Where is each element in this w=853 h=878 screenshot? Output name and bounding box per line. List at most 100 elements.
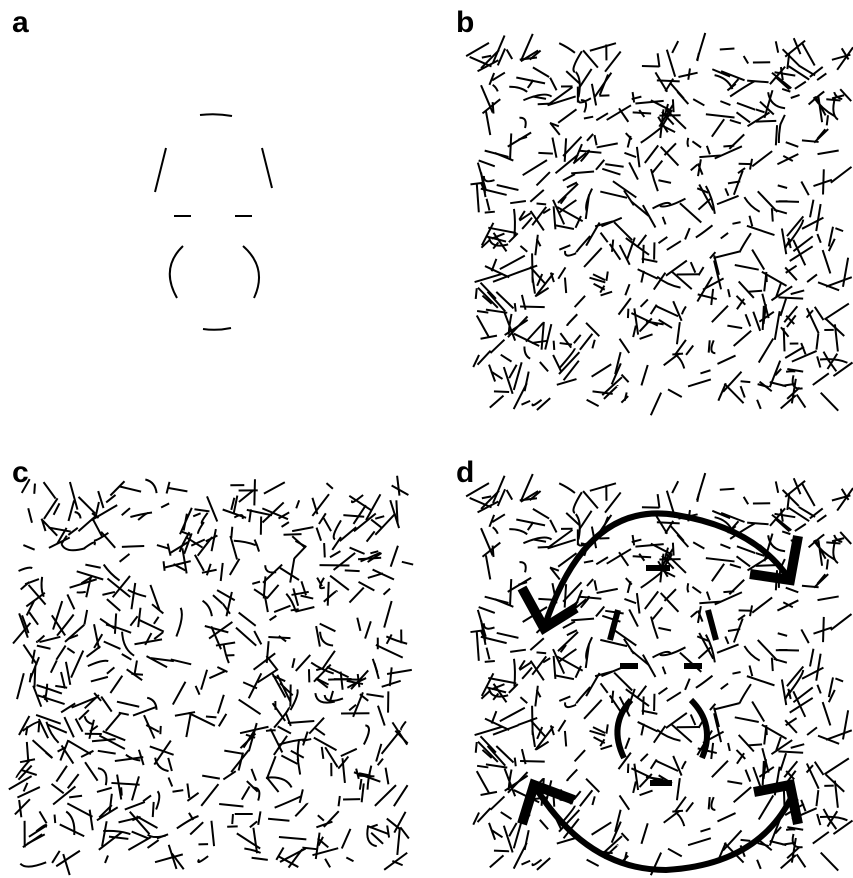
clutter-segment [776,125,777,145]
clutter-segment [651,169,658,191]
clutter-segment [614,673,632,691]
clutter-segment [584,700,602,719]
clutter-segment [727,781,742,784]
clutter-segment [725,637,728,644]
clutter-segment [490,340,504,353]
clutter-segment [102,592,114,595]
contour-figure-a [0,0,426,420]
clutter-segment [651,393,661,416]
clutter-segment [810,508,823,518]
clutter-segment [90,810,93,831]
clutter-segment [104,642,121,649]
clutter-segment [709,797,710,809]
clutter-segment [397,476,399,496]
clutter-segment [67,594,74,609]
clutter-segment [810,67,823,77]
clutter-segment [688,583,689,592]
clutter-segment [493,725,518,734]
clutter-segment [813,373,829,385]
clutter-segment [712,119,724,136]
clutter-segment [717,813,735,821]
clutter-segment [807,727,817,735]
clutter-segment [584,117,593,119]
clutter-segment [729,580,744,594]
clutter-segment [645,145,658,163]
clutter-segment [641,754,648,761]
clutter-segment [576,236,590,253]
clutter-segment [587,860,599,866]
clutter-segment [730,564,741,567]
clutter-segment [266,777,278,792]
clutter-segment [533,67,549,77]
clutter-segment [545,324,551,349]
clutter-segment [132,776,139,800]
clutter-segment [15,799,30,814]
clutter-segment [635,544,663,547]
clutter-segment [628,581,631,593]
clutter-segment [815,762,824,775]
clutter-segment [835,228,843,231]
clutter-segment [132,832,148,839]
clutter-segment [515,303,516,312]
clutter-segment [488,678,516,683]
clutter-segment [267,756,276,779]
clutter-segment [557,379,577,385]
clutter-segment [526,323,543,342]
clutter-segment [565,278,566,294]
clutter-segment [230,559,240,575]
clutter-segment [540,820,548,829]
clutter-segment [693,99,704,105]
clutter-segment [168,778,172,787]
clutter-segment [624,153,636,157]
clutter-segment [121,787,122,795]
clutter-segment [693,542,704,548]
clutter-segment [692,587,701,593]
clutter-segment [282,522,289,527]
clutter-segment [825,304,849,320]
clutter-segment [221,563,223,581]
clutter-segment [667,241,681,250]
clutter-segment [728,289,730,297]
clutter-segment [277,675,290,702]
clutter-segment [500,256,525,270]
clutter-segment [641,823,647,843]
clutter-segment [46,722,58,743]
clutter-segment [749,216,752,227]
clutter-segment [485,151,509,157]
clutter-segment [402,562,413,565]
clutter-segment [19,568,33,571]
clutter-segment [161,503,169,507]
clutter-segment [744,646,759,661]
clutter-segment [96,502,99,517]
clutter-segment [816,334,818,350]
clutter-segment [550,520,556,533]
clutter-segment [565,251,576,256]
clutter-segment [340,527,357,541]
clutter-segment [576,687,590,704]
clutter-segment [688,838,711,845]
clutter-segment [685,679,690,690]
clutter-segment [187,783,189,797]
clutter-segment [378,759,383,766]
clutter-segment [254,589,268,598]
clutter-segment [484,623,495,628]
clutter-segment [565,731,566,747]
clutter-segment [194,509,209,511]
clutter-segment [128,837,150,850]
clutter-segment [758,640,778,661]
clutter-segment [635,101,663,104]
clutter-segment [218,695,224,714]
clutter-segment [509,233,518,242]
clutter-segment [176,608,182,637]
clutter-segment [782,228,786,254]
clutter-segment [810,649,813,667]
clutter-segment [343,515,364,517]
clutter-segment [145,633,151,645]
clutter-segment [92,518,102,537]
clutter-segment [711,340,715,353]
clutter-segment [620,339,630,353]
clutter-field-d [426,440,853,878]
clutter-segment [157,545,168,548]
clutter-segment [590,43,616,51]
clutter-segment [826,277,852,287]
